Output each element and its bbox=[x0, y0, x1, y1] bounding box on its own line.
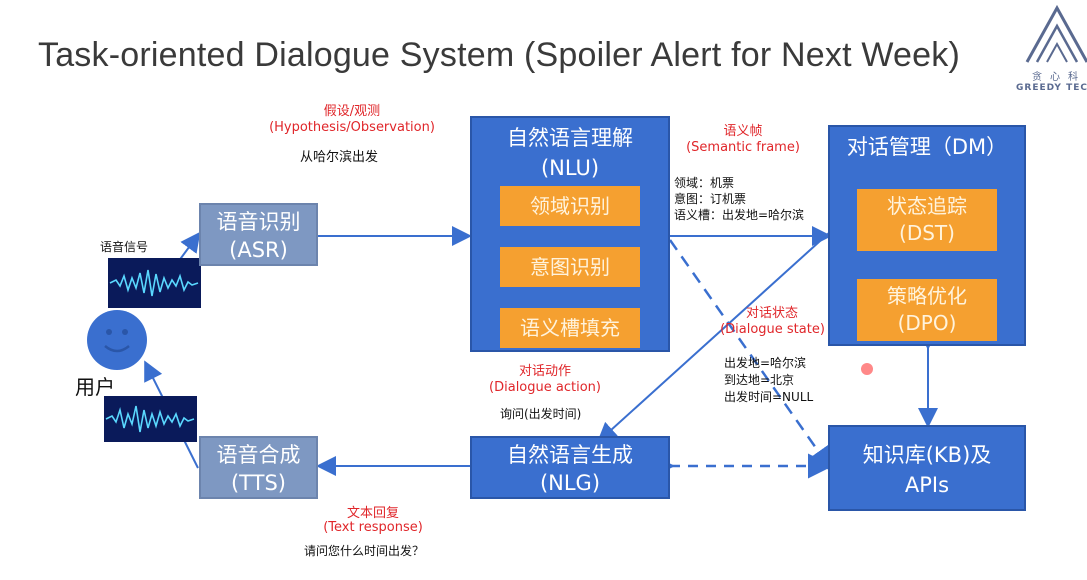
tts-label: 语音合成 bbox=[216, 443, 301, 467]
dst-box: 状态追踪 (DST) bbox=[857, 189, 997, 251]
semantic-frame-line: 语义槽：出发地=哈尔滨 bbox=[674, 208, 805, 222]
semantic-frame-line: 领域：机票 bbox=[674, 176, 735, 190]
dialogue-state-en-label: (Dialogue state) bbox=[720, 322, 825, 337]
nlu-step-intent: 意图识别 bbox=[500, 247, 640, 287]
nlu-step-domain: 领域识别 bbox=[500, 186, 640, 226]
dialogue-state-line: 出发时间=NULL bbox=[724, 390, 814, 404]
kb-label: 知识库(KB)及 bbox=[862, 443, 992, 467]
dm-label: 对话管理（DM） bbox=[846, 135, 1008, 159]
nlu-label: 自然语言理解 bbox=[507, 126, 633, 150]
nlg-label: 自然语言生成 bbox=[507, 443, 633, 467]
dst-label: 状态追踪 bbox=[887, 194, 967, 218]
nlg-box: 自然语言生成 (NLG) bbox=[470, 436, 670, 499]
semantic-frame-line: 意图：订机票 bbox=[674, 192, 747, 206]
text-response-en-label: (Text response) bbox=[323, 520, 423, 535]
signal-label: 语音信号 bbox=[100, 240, 149, 254]
hypothesis-label: 假设/观测 bbox=[323, 104, 381, 119]
text-response-example: 请问您什么时间出发？ bbox=[304, 544, 425, 558]
semantic-frame-en-label: (Semantic frame) bbox=[686, 140, 800, 155]
hypothesis-example: 从哈尔滨出发 bbox=[300, 150, 379, 165]
user-avatar bbox=[87, 310, 147, 370]
waveform-icon bbox=[108, 258, 201, 308]
tts-box: 语音合成 (TTS) bbox=[199, 436, 318, 499]
user-label: 用户 bbox=[75, 375, 115, 399]
dialogue-state-line: 到达地=北京 bbox=[724, 373, 795, 387]
dialogue-action-label: 对话动作 bbox=[518, 364, 571, 379]
dialogue-state-label: 对话状态 bbox=[745, 306, 798, 321]
semantic-frame-label: 语义帧 bbox=[723, 124, 763, 139]
dpo-label: 策略优化 bbox=[887, 284, 967, 308]
nlu-en-label: (NLU) bbox=[540, 156, 600, 180]
asr-label: 语音识别 bbox=[216, 210, 301, 234]
dialogue-state-line: 出发地=哈尔滨 bbox=[724, 356, 807, 370]
logo-top-text: 贪心科 bbox=[1032, 72, 1086, 83]
text-response-label: 文本回复 bbox=[346, 506, 399, 521]
hypothesis-en-label: (Hypothesis/Observation) bbox=[269, 120, 435, 135]
asr-en-label: (ASR) bbox=[229, 238, 288, 262]
dpo-en-label: (DPO) bbox=[897, 311, 957, 335]
nlu-box: 自然语言理解 (NLU) 领域识别 意图识别 语义槽填充 bbox=[470, 116, 670, 352]
kb-apis-label: APIs bbox=[904, 473, 950, 497]
waveform-icon bbox=[104, 396, 197, 442]
dst-en-label: (DST) bbox=[899, 221, 955, 245]
kb-box: 知识库(KB)及 APIs bbox=[828, 425, 1026, 511]
dm-box: 对话管理（DM） 状态追踪 (DST) 策略优化 (DPO) bbox=[828, 125, 1026, 346]
tts-en-label: (TTS) bbox=[230, 471, 286, 495]
dialogue-action-en-label: (Dialogue action) bbox=[489, 380, 601, 395]
arrow-nlu-kb bbox=[668, 239, 833, 473]
logo-bottom-text: GREEDY TECHNO bbox=[1016, 83, 1087, 93]
dialogue-action-example: 询问(出发时间) bbox=[500, 407, 582, 421]
arrow-dm-nlg bbox=[597, 231, 831, 443]
asr-box: 语音识别 (ASR) bbox=[199, 203, 318, 266]
dpo-box: 策略优化 (DPO) bbox=[857, 279, 997, 341]
page-title: Task-oriented Dialogue System (Spoiler A… bbox=[38, 36, 960, 74]
nlg-en-label: (NLG) bbox=[539, 471, 601, 495]
smiley-icon bbox=[104, 329, 130, 353]
nlu-step-slot: 语义槽填充 bbox=[500, 308, 640, 348]
greedy-logo-icon bbox=[1025, 4, 1087, 63]
